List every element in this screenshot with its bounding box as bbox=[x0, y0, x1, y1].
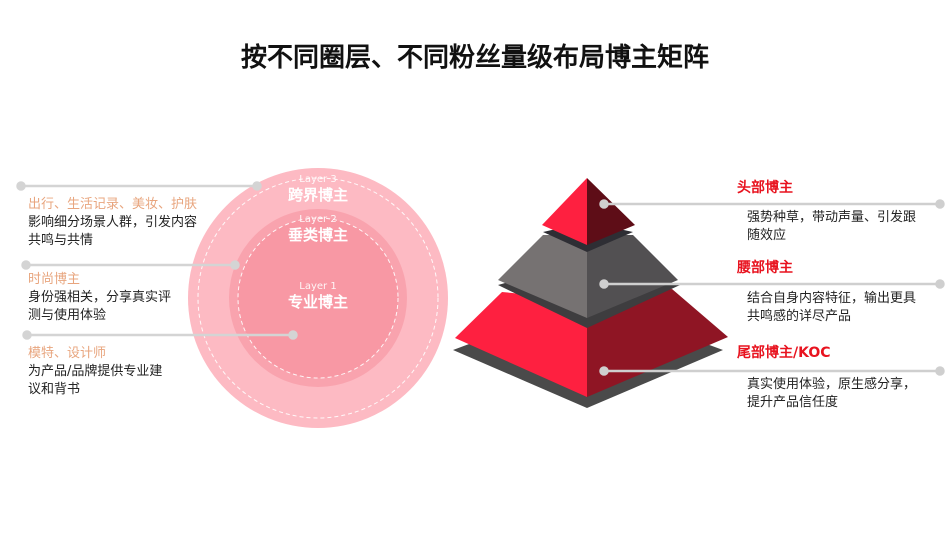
middle-tier-left-face bbox=[498, 235, 587, 318]
inner-circle-layer-1 bbox=[238, 218, 398, 378]
layer-3-description: 出行、生活记录、美妆、护肤 影响细分场景人群，引发内容 共鸣与共情 bbox=[28, 196, 197, 250]
layer-number: Layer 2 bbox=[299, 214, 337, 225]
tier-top-description: 强势种草，带动声量、引发跟 随效应 bbox=[747, 209, 916, 245]
connector-dot bbox=[599, 199, 609, 209]
desc-line: 强势种草，带动声量、引发跟 bbox=[747, 210, 917, 225]
page-title: 按不同圈层、不同粉丝量级布局博主矩阵 bbox=[240, 43, 709, 73]
layer-name: 跨界博主 bbox=[287, 186, 348, 204]
desc-line: 提升产品信任度 bbox=[747, 395, 839, 410]
connector-dot bbox=[599, 366, 609, 376]
desc-line: 真实使用体验，原生感分享， bbox=[747, 377, 917, 392]
desc-line: 议和背书 bbox=[28, 382, 81, 397]
connector-dot bbox=[935, 199, 945, 209]
layer-name: 垂类博主 bbox=[287, 226, 348, 244]
desc-line: 测与使用体验 bbox=[28, 308, 107, 323]
inner-dashed-ring bbox=[237, 217, 399, 379]
layer-1-description: 模特、设计师 为产品/品牌提供专业建 议和背书 bbox=[28, 345, 162, 399]
desc-line: 影响细分场景人群，引发内容 bbox=[28, 215, 198, 230]
connector-dot bbox=[288, 330, 298, 340]
layer-number: Layer 3 bbox=[299, 174, 337, 185]
desc-line: 为产品/品牌提供专业建 bbox=[28, 364, 163, 379]
desc-line: 身份强相关，分享真实评 bbox=[28, 290, 172, 305]
connector-dot bbox=[252, 181, 262, 191]
connector-dot bbox=[22, 330, 32, 340]
top-tier-right-face bbox=[587, 178, 635, 245]
desc-line: 随效应 bbox=[747, 228, 787, 243]
connector-dot bbox=[935, 279, 945, 289]
layer-tag: 时尚博主 bbox=[28, 272, 81, 287]
connector-dot bbox=[16, 181, 26, 191]
tier-bottom-name: 尾部博主/KOC bbox=[737, 345, 831, 361]
tier-middle-name: 腰部博主 bbox=[737, 260, 793, 276]
desc-line: 共鸣与共情 bbox=[28, 233, 94, 248]
connector-dot bbox=[230, 260, 240, 270]
tier-bottom-description: 真实使用体验，原生感分享， 提升产品信任度 bbox=[747, 376, 916, 412]
layer-tag: 出行、生活记录、美妆、护肤 bbox=[28, 197, 198, 212]
connector-dot bbox=[21, 260, 31, 270]
layer-2-label: Layer 2 垂类博主 bbox=[258, 214, 378, 244]
layer-number: Layer 1 bbox=[299, 281, 337, 292]
tier-top-name: 头部博主 bbox=[737, 180, 793, 196]
desc-line: 共鸣感的详尽产品 bbox=[747, 309, 852, 324]
connector-dot bbox=[935, 366, 945, 376]
connector-dot bbox=[599, 279, 609, 289]
tier-middle-description: 结合自身内容特征，输出更具 共鸣感的详尽产品 bbox=[747, 290, 916, 326]
layer-tag: 模特、设计师 bbox=[28, 346, 107, 361]
bottom-tier-left-face bbox=[455, 292, 587, 397]
layer-name: 专业博主 bbox=[287, 293, 348, 311]
layer-3-label: Layer 3 跨界博主 bbox=[258, 174, 378, 204]
layer-2-description: 时尚博主 身份强相关，分享真实评 测与使用体验 bbox=[28, 271, 171, 325]
top-tier-left-face bbox=[542, 178, 587, 245]
layer-1-label: Layer 3 Layer 1 专业博主 bbox=[258, 281, 378, 311]
middle-tier-right-face bbox=[587, 235, 678, 318]
outer-dashed-ring bbox=[197, 177, 439, 419]
desc-line: 结合自身内容特征，输出更具 bbox=[747, 291, 917, 306]
